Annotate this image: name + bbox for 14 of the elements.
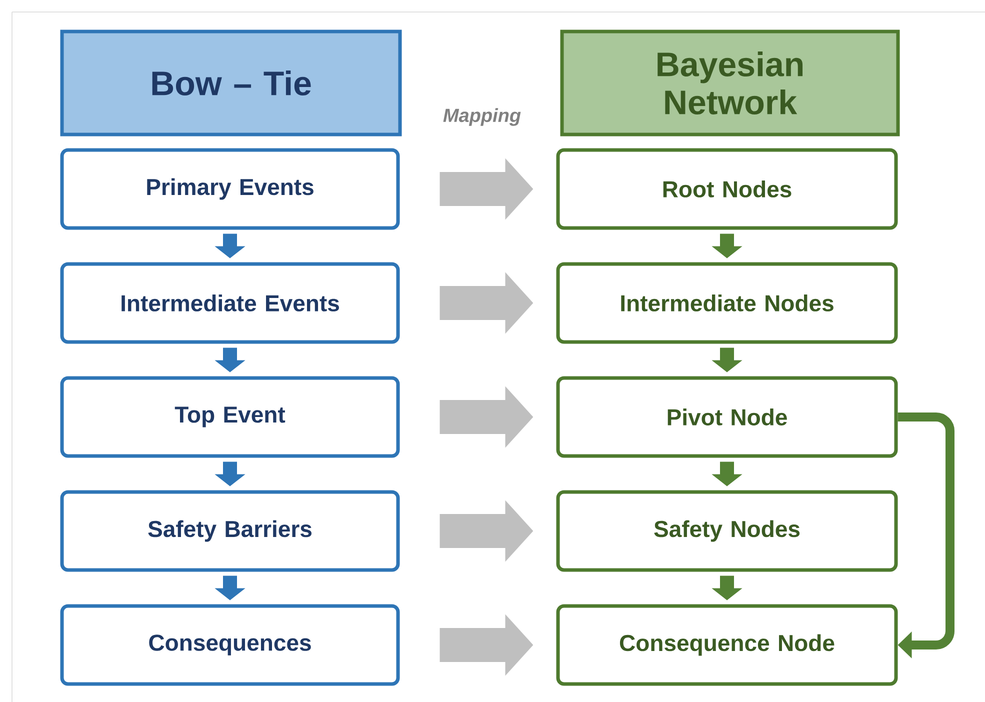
process-box: Root Nodes <box>556 148 898 230</box>
process-box: Intermediate Nodes <box>556 262 898 344</box>
mapping-label: Mapping <box>443 108 521 126</box>
process-box: Safety Nodes <box>556 490 898 572</box>
header-box: Bayesian Network <box>560 30 900 136</box>
process-box: Intermediate Events <box>60 262 400 344</box>
process-box: Pivot Node <box>556 376 898 458</box>
process-box: Primary Events <box>60 148 400 230</box>
process-box: Top Event <box>60 376 400 458</box>
process-box: Safety Barriers <box>60 490 400 572</box>
header-box: Bow – Tie <box>60 30 402 136</box>
process-box: Consequences <box>60 604 400 686</box>
process-box: Consequence Node <box>556 604 898 686</box>
bypass-arrow <box>898 412 954 658</box>
